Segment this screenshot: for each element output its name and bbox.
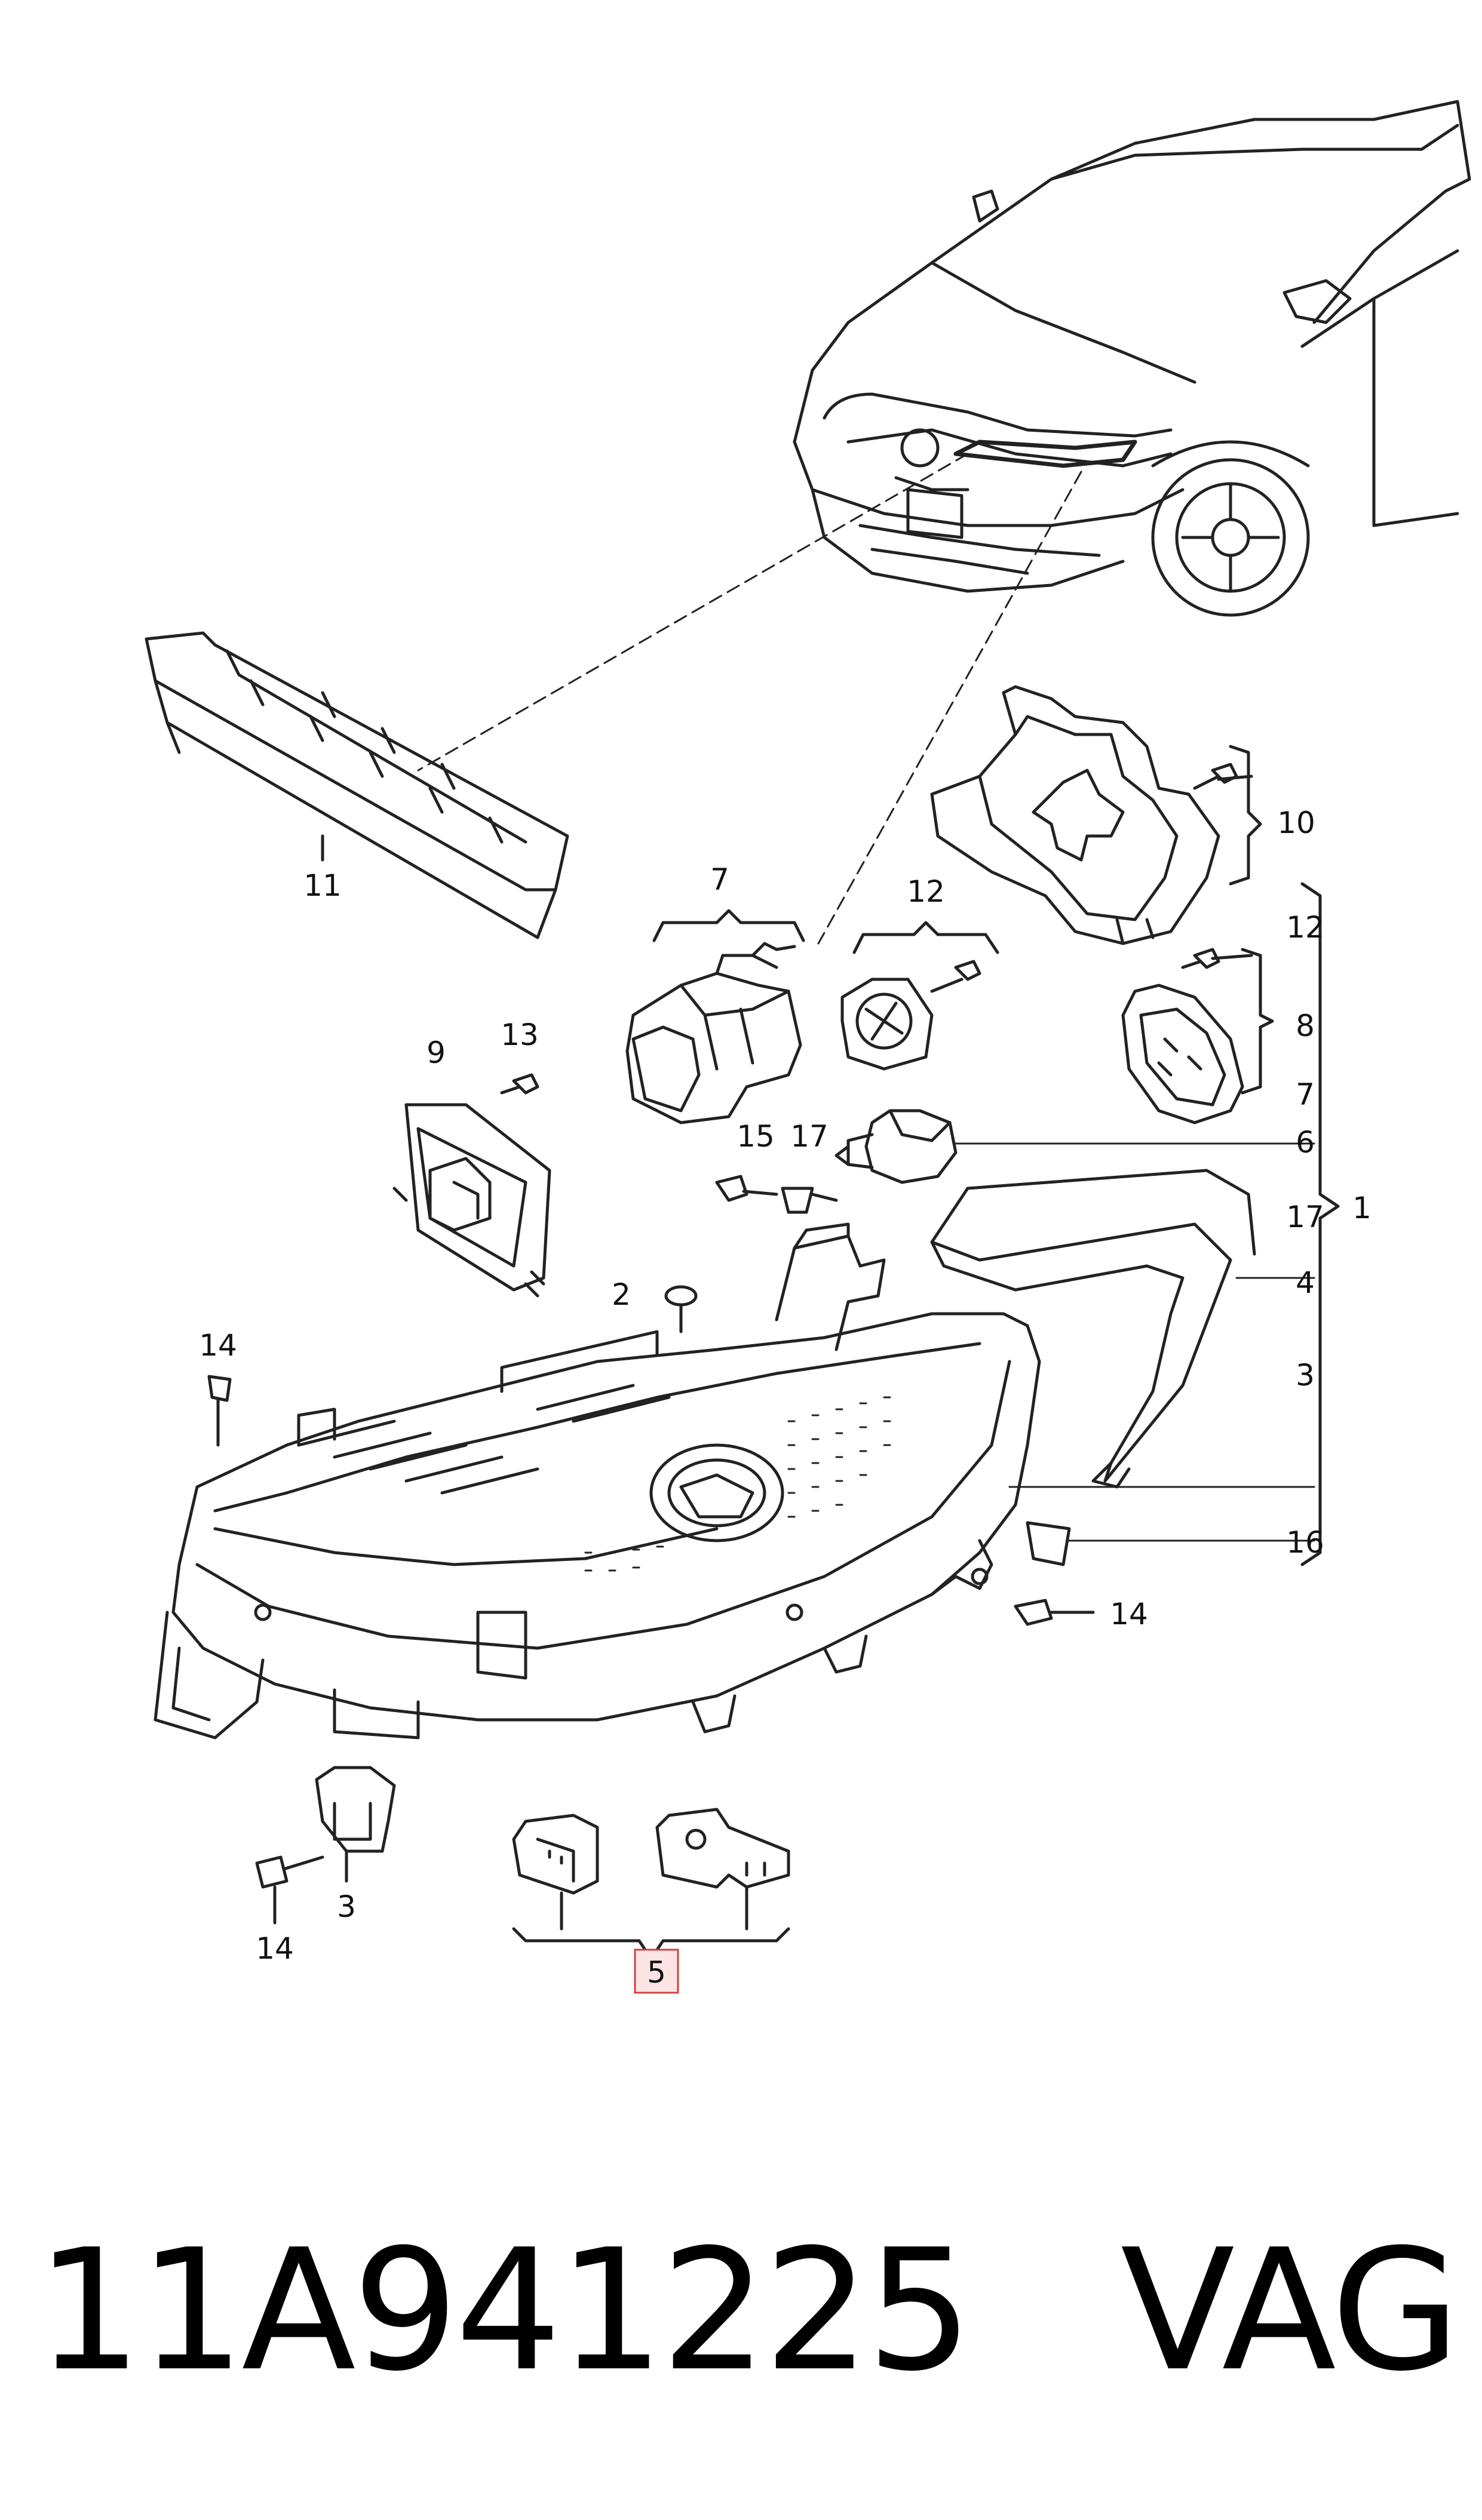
callout-8: 8 — [1296, 1009, 1315, 1043]
part-8-control-unit — [1121, 948, 1253, 1124]
brand-label: VAG — [1120, 2214, 1460, 2408]
part-3-headlight-housing — [154, 1222, 1041, 1740]
callout-7-side: 7 — [1296, 1077, 1315, 1112]
callout-12-side: 12 — [1286, 910, 1324, 945]
highlight-box-5 — [634, 1949, 679, 1994]
part-12-module — [840, 960, 981, 1071]
callout-6: 6 — [1296, 1125, 1315, 1160]
callout-5: 5 — [647, 1955, 666, 1990]
callout-16: 16 — [1286, 1525, 1324, 1560]
callout-labels: 7 12 10 12 8 7 6 17 1 4 3 16 14 11 9 13 … — [199, 806, 1371, 1994]
part-7-projector-module — [625, 942, 802, 1124]
part-17-clip — [781, 1187, 838, 1214]
callout-4: 4 — [1296, 1265, 1315, 1300]
callout-3-bottom: 3 — [337, 1889, 356, 1924]
callout-11: 11 — [303, 868, 342, 903]
callout-17-side: 17 — [1286, 1200, 1324, 1234]
part-14-screw-right — [1014, 1599, 1095, 1626]
part-16-clip — [1026, 1521, 1315, 1566]
part-14-screw-lower — [255, 1855, 324, 1925]
callout-2: 2 — [612, 1277, 631, 1312]
exploded-view: 7 12 10 12 8 7 6 17 1 4 3 16 14 11 9 13 … — [145, 100, 1471, 1994]
callout-17-top: 17 — [790, 1119, 829, 1154]
part-15-screw — [715, 1175, 778, 1202]
part-number: 11A941225 — [36, 2214, 973, 2408]
callout-1: 1 — [1352, 1191, 1371, 1225]
callout-14-right: 14 — [1110, 1597, 1148, 1631]
callout-9: 9 — [427, 1035, 446, 1070]
callout-13: 13 — [501, 1018, 539, 1052]
part-6-bulb — [834, 1109, 1315, 1184]
part-10-back-cover — [930, 685, 1253, 945]
callout-7-top: 7 — [710, 862, 729, 897]
callout-14-upper: 14 — [199, 1328, 237, 1363]
footer-caption: 11A941225 VAG — [0, 2162, 1482, 2413]
callout-10: 10 — [1277, 806, 1315, 840]
part-5-bracket-set — [512, 1808, 790, 1960]
part-9-ballast — [392, 1073, 551, 1298]
part-2-screw — [664, 1285, 698, 1333]
callout-3-side: 3 — [1296, 1358, 1315, 1393]
vehicle-front-illustration — [793, 100, 1471, 617]
callout-14-lower: 14 — [256, 1931, 294, 1966]
callout-15: 15 — [737, 1119, 775, 1154]
part-11-light-strip — [145, 631, 569, 939]
part-3-mount-bracket — [315, 1766, 396, 1883]
part-14-screw-upper — [207, 1375, 232, 1447]
part-4-seal — [930, 1169, 1315, 1489]
callout-12-top: 12 — [907, 874, 945, 909]
